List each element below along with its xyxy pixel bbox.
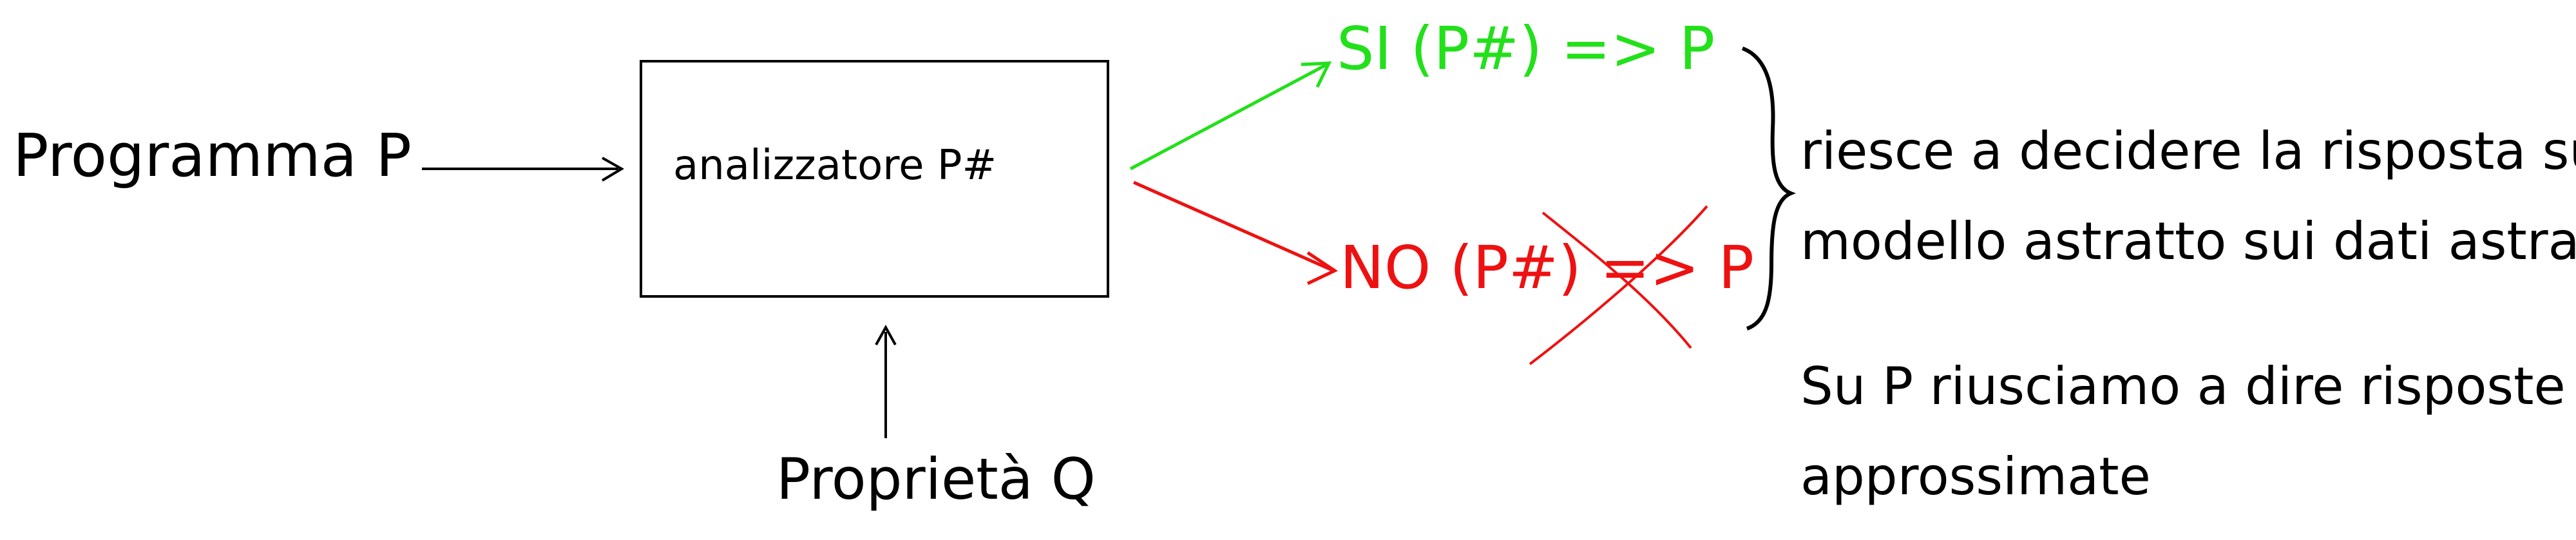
cross-out-mark bbox=[1529, 205, 1708, 365]
input-program-label: Programma P bbox=[13, 121, 412, 190]
analyzer-label: analizzatore P# bbox=[673, 142, 997, 189]
note-line-3: Su P riusciamo a dire risposte bbox=[1800, 356, 2566, 416]
no-branch-label: NO (P#) => P bbox=[1340, 233, 1754, 302]
note-line-4: approssimate bbox=[1800, 447, 2151, 506]
property-label: Proprietà Q bbox=[776, 446, 1096, 512]
note-line-2: modello astratto sui dati astratti; bbox=[1800, 211, 2576, 271]
yes-branch-label: SI (P#) => P bbox=[1337, 14, 1715, 83]
arrow-yes bbox=[1129, 61, 1332, 171]
note-line-1: riesce a decidere la risposta sul bbox=[1800, 121, 2576, 181]
analyzer-box bbox=[640, 60, 1109, 298]
curly-brace bbox=[1741, 46, 1797, 331]
arrow-property-to-analyzer bbox=[875, 324, 897, 438]
arrow-no bbox=[1132, 180, 1339, 285]
arrow-program-to-analyzer bbox=[422, 157, 624, 182]
